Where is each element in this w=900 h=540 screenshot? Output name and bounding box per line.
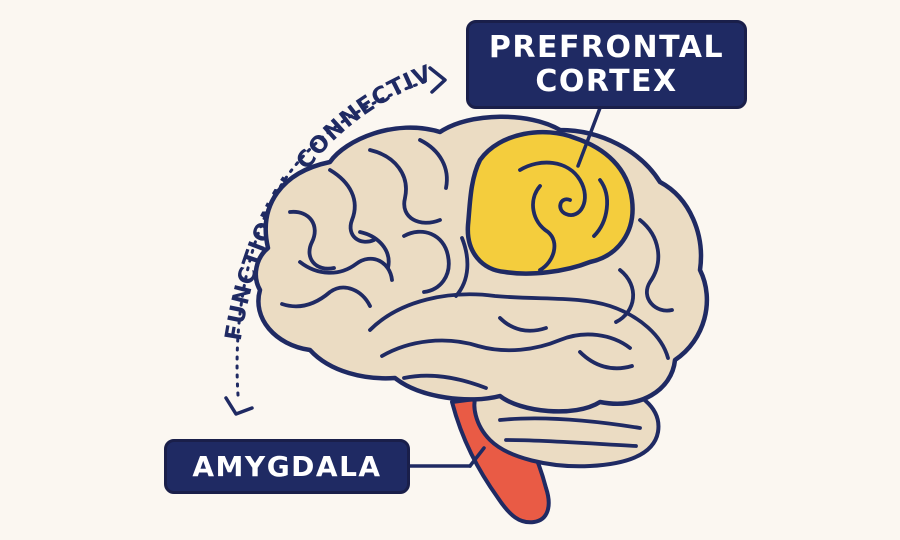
connectivity-arc	[235, 78, 432, 397]
prefrontal-cortex-label: PREFRONTAL CORTEX	[466, 20, 747, 109]
brain-folds	[280, 138, 674, 448]
amygdala-label: AMYGDALA	[164, 439, 410, 494]
prefrontal-region	[465, 129, 635, 276]
amygdala-leader-line-2	[468, 446, 486, 468]
arrowhead-top-icon	[428, 66, 447, 94]
prefrontal-label-line1: PREFRONTAL	[488, 29, 725, 65]
prefrontal-leader-line	[576, 106, 602, 168]
arrowhead-bottom-icon	[224, 396, 254, 416]
amygdala-label-text: AMYGDALA	[192, 449, 382, 483]
prefrontal-label-line2: CORTEX	[535, 63, 678, 99]
